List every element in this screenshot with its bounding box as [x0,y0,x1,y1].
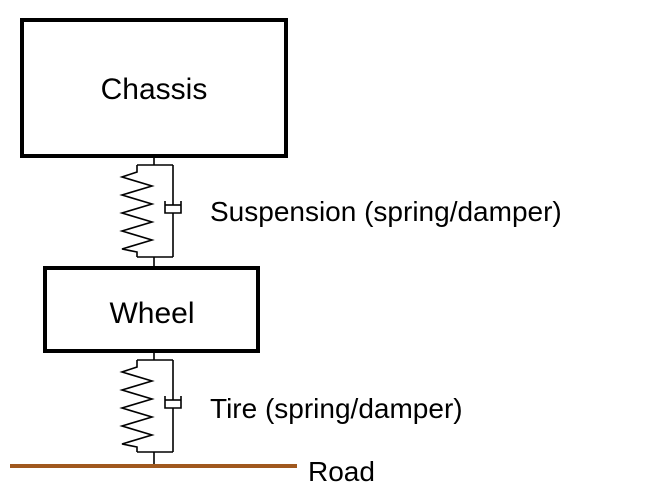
tire-spring-damper [119,351,182,464]
suspension-spring-damper [119,156,182,268]
road-label: Road [308,456,375,487]
suspension-damper [164,165,182,257]
wheel-block: Wheel [43,266,260,353]
chassis-label: Chassis [101,73,208,106]
wheel-label: Wheel [109,297,194,330]
tire-spring [119,360,155,452]
tire-label: Tire (spring/damper) [210,393,463,424]
tire-damper [164,360,182,452]
suspension-label: Suspension (spring/damper) [210,196,562,227]
chassis-block: Chassis [20,18,288,158]
suspension-spring [119,165,155,257]
